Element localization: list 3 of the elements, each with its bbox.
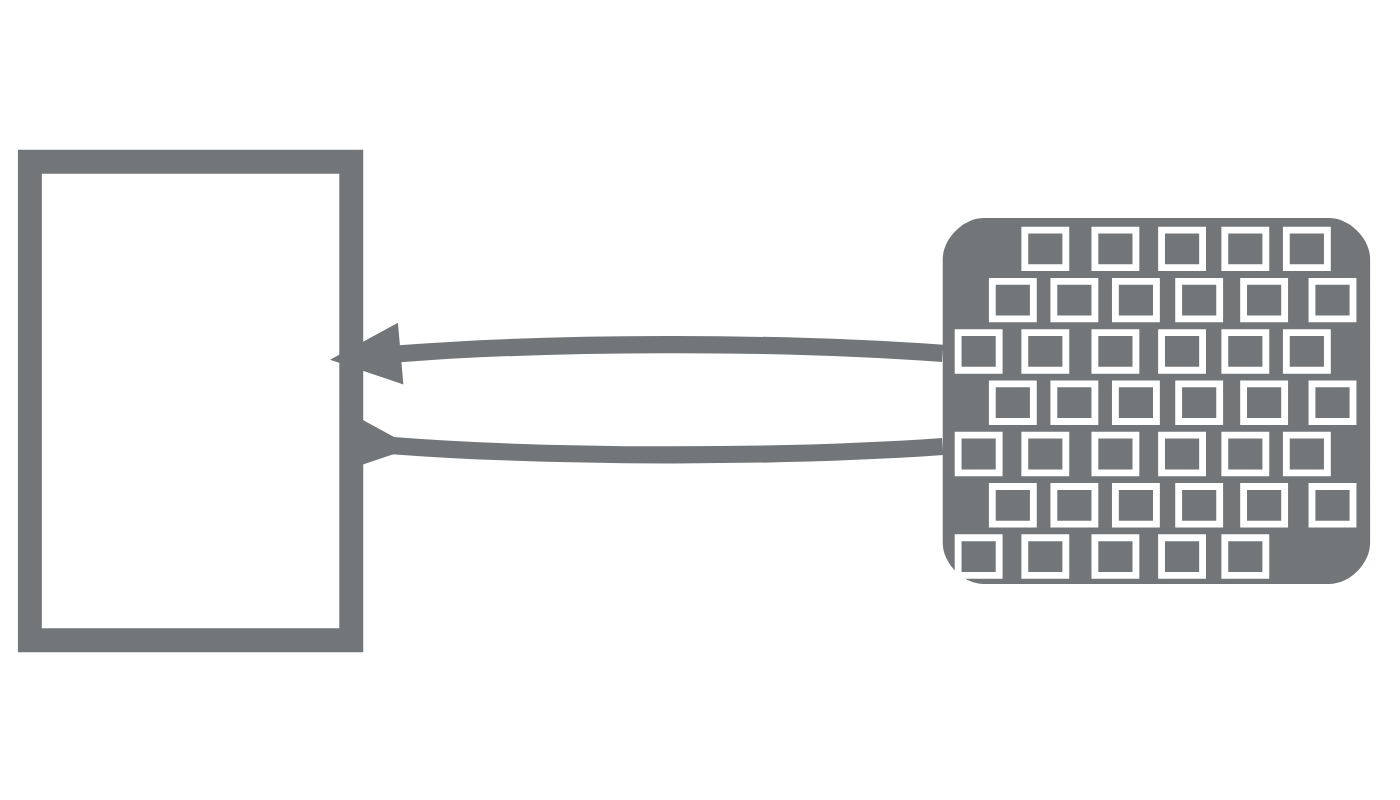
node-picture	[942, 217, 1371, 583]
node-box	[17, 148, 364, 652]
arrow	[330, 321, 944, 384]
